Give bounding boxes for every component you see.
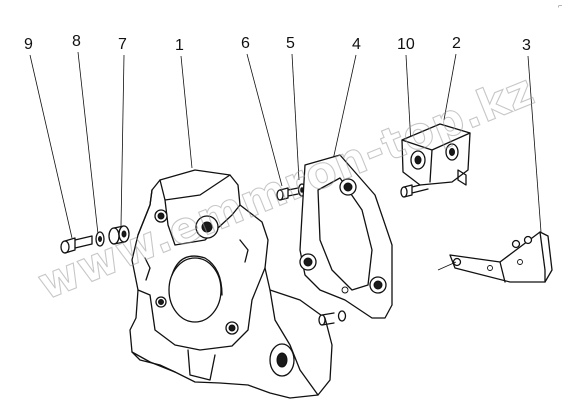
bracket-block-hole-left-inner (414, 155, 422, 165)
callout-9: 9 (24, 36, 33, 53)
leader-2 (443, 53, 457, 121)
leader-7 (120, 54, 125, 227)
housing-main-bore (168, 257, 222, 323)
leader-lines (29, 51, 542, 239)
bracket-block-edges (401, 132, 471, 183)
housing-boss-left-hole (157, 212, 165, 220)
bracket-block-tab (457, 169, 467, 186)
angle-bracket-hole-2 (517, 259, 523, 265)
leader-9 (29, 54, 73, 239)
corner-mark: ⌐ (558, 3, 562, 10)
angle-bracket-axis-line (437, 261, 457, 271)
part-7-spacer (108, 225, 130, 245)
callout-6: 6 (241, 35, 250, 52)
leader-1 (180, 55, 193, 169)
callout-5: 5 (286, 35, 295, 52)
housing-boss-right-hole (228, 324, 236, 332)
leader-8 (77, 51, 99, 235)
housing-foot-center (187, 349, 216, 381)
plate-bushing-right-hole (373, 280, 383, 290)
part-3-angle-bracket (437, 231, 553, 283)
angle-bracket-fold (499, 231, 546, 283)
housing-upper-face (164, 199, 241, 246)
housing-foot-left (131, 351, 176, 373)
callout-8: 8 (72, 33, 81, 50)
angle-bracket-nut-2 (523, 235, 533, 245)
callout-labels: 9 8 7 1 6 5 4 10 2 3 (24, 33, 531, 54)
watermark-text: www.emmron-top.kz (31, 64, 542, 310)
callout-7: 7 (118, 36, 127, 53)
part-2-bracket-block (401, 123, 471, 186)
housing-bore-rim (171, 255, 223, 296)
callout-4: 4 (352, 36, 361, 53)
housing-rib-left (144, 257, 151, 281)
housing-boss-mid-hole (158, 299, 164, 305)
plate-bushing-left-hole (303, 257, 313, 267)
angle-bracket-nut-3 (452, 257, 462, 267)
housing-right-flange (269, 289, 319, 396)
housing-top-edge (159, 174, 231, 201)
callout-1: 1 (175, 37, 184, 54)
bracket-block-hole-right-inner (449, 148, 455, 156)
angle-bracket-outline (449, 231, 553, 283)
part-9-bolt (60, 235, 93, 254)
housing-left-face (137, 189, 153, 236)
housing-outline (129, 169, 333, 399)
plate-hole-small (341, 286, 349, 294)
leader-5 (291, 53, 300, 181)
angle-bracket-nut-1 (511, 239, 521, 249)
leader-4 (332, 54, 357, 161)
housing-rib-right (239, 239, 249, 263)
callout-3: 3 (522, 37, 531, 54)
bracket-block-outline (401, 123, 471, 186)
plate-lower-bolt (318, 310, 347, 326)
housing-lower-boss-hole (276, 352, 288, 368)
housing-boss-upper-hole (201, 221, 213, 233)
callout-2: 2 (452, 35, 461, 52)
callout-10: 10 (397, 36, 415, 53)
part-6-bolt (276, 187, 299, 201)
leader-3 (527, 55, 542, 233)
angle-bracket-hole-1 (487, 265, 493, 271)
part-1-housing (129, 169, 333, 399)
leader-6 (246, 53, 283, 187)
housing-mid-face (137, 267, 266, 351)
plate-bushing-top-hole (343, 182, 353, 192)
part-8-washer (95, 231, 105, 247)
part-4-mounting-plate (299, 154, 393, 319)
